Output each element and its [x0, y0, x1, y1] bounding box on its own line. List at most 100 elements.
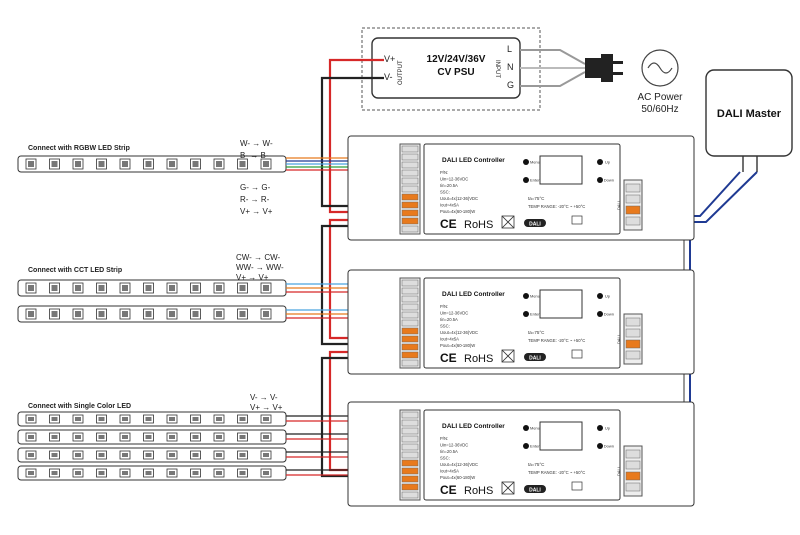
cct-title: Connect with CCT LED Strip	[28, 267, 122, 274]
weee-cross	[501, 215, 515, 229]
terminal-slot	[401, 359, 419, 367]
psu-L: L	[507, 44, 512, 54]
down-label: Down	[604, 178, 614, 183]
led-chip-core	[122, 435, 128, 439]
led-chip-core	[51, 471, 58, 475]
dali-logo	[524, 219, 546, 227]
rgbw-label-b: B- → B-	[240, 151, 269, 160]
terminal-slot	[401, 427, 419, 435]
dip-switch	[571, 349, 583, 359]
led-chip-core	[145, 285, 152, 291]
controller-spec: Uin=12-36VDC	[440, 311, 468, 316]
psu-vplus: V+	[384, 54, 395, 64]
dali-terminal-slot	[625, 205, 641, 215]
down-button[interactable]	[597, 443, 603, 449]
ac-source-icon	[641, 49, 679, 87]
led-chip-core	[239, 161, 246, 167]
led-chip-core	[28, 285, 34, 291]
dali-logo-text: DALI	[529, 488, 541, 494]
down-button[interactable]	[597, 177, 603, 183]
controller-spec: Iin=20.5A	[440, 317, 458, 322]
up-button[interactable]	[597, 293, 603, 299]
enter-button[interactable]	[523, 443, 529, 449]
weee-cross	[501, 349, 515, 363]
led-chip-core	[122, 311, 128, 317]
led-chip-core	[216, 471, 222, 475]
menu-button[interactable]	[523, 159, 529, 165]
up-button[interactable]	[597, 159, 603, 165]
led-chip-core	[145, 311, 152, 317]
led-chip-core	[122, 285, 128, 291]
down-label: Down	[604, 312, 614, 317]
dali-controller-2: DALI LED ControllerP/N:Uin=12-36VDCIin=2…	[347, 269, 695, 375]
led-chip-core	[28, 453, 34, 457]
controller-spec: Uout=4x(12-36)VDC	[440, 462, 478, 467]
led-chip-core	[75, 453, 81, 457]
led-chip-core	[239, 453, 246, 457]
led-chip-core	[98, 161, 105, 167]
enter-button[interactable]	[523, 311, 529, 317]
down-button[interactable]	[597, 311, 603, 317]
single-label-vplus: V+ → V+	[250, 403, 283, 412]
led-chip-core	[169, 285, 175, 291]
dip-switch	[571, 481, 583, 491]
led-chip-core	[192, 285, 199, 291]
led-chip-core	[122, 161, 128, 167]
led-chip-core	[192, 453, 199, 457]
led-chip-core	[145, 435, 152, 439]
led-chip-core	[75, 417, 81, 421]
temp-range-label: TEMP RANGE: -20°C ~ +50°C	[528, 338, 585, 343]
ac-plug-icon	[585, 54, 623, 82]
temp-label: ta=75°C	[528, 196, 545, 201]
menu-button[interactable]	[523, 425, 529, 431]
led-chip-core	[145, 453, 152, 457]
psu-G: G	[507, 80, 514, 90]
controller-spec: P/N:	[440, 436, 448, 441]
terminal-slot	[401, 411, 419, 419]
terminal-slot	[401, 451, 419, 459]
ac-power-label: AC Power	[637, 92, 683, 103]
led-chip-core	[239, 435, 246, 439]
led-chip-core	[216, 311, 222, 317]
single-title: Connect with Single Color LED	[28, 403, 131, 410]
up-button[interactable]	[597, 425, 603, 431]
controller-spec: Uin=12-36VDC	[440, 443, 468, 448]
single-strip-3	[17, 447, 287, 463]
psu-title: 12V/24V/36V	[427, 54, 486, 65]
terminal-slot	[401, 287, 419, 295]
controller-spec: SSC:	[440, 190, 450, 195]
menu-button[interactable]	[523, 293, 529, 299]
led-chip-core	[122, 417, 128, 421]
temp-label: ta=75°C	[528, 462, 545, 467]
led-chip-core	[98, 285, 105, 291]
led-chip-core	[239, 417, 246, 421]
psu-subtitle: CV PSU	[437, 67, 474, 78]
controller-display	[539, 421, 583, 451]
led-chip-core	[75, 285, 81, 291]
dali-logo-text: DALI	[529, 222, 541, 228]
terminal-slot	[401, 303, 419, 311]
dali-terminal-slot	[625, 328, 641, 338]
enter-button[interactable]	[523, 177, 529, 183]
rgbw-label-r: R- → R-	[240, 195, 270, 204]
controller-spec: Pout=4x(60-180)W	[440, 343, 475, 348]
psu-vminus: V-	[384, 72, 393, 82]
terminal-slot	[401, 201, 419, 209]
terminal-slot	[401, 295, 419, 303]
terminal-slot	[401, 483, 419, 491]
dali-terminal-slot	[625, 449, 641, 459]
weee-cross	[501, 481, 515, 495]
terminal-slot	[401, 319, 419, 327]
ce-mark: CE	[440, 483, 457, 497]
down-label: Down	[604, 444, 614, 449]
led-chip-core	[98, 435, 105, 439]
menu-label: Menu	[530, 426, 540, 431]
cct-strip-2	[17, 305, 287, 323]
dali-terminal-label: DALI	[616, 201, 621, 210]
led-chip-core	[169, 435, 175, 439]
controller-title: DALI LED Controller	[442, 423, 505, 430]
led-chip-core	[263, 417, 269, 421]
led-chip-core	[75, 471, 81, 475]
